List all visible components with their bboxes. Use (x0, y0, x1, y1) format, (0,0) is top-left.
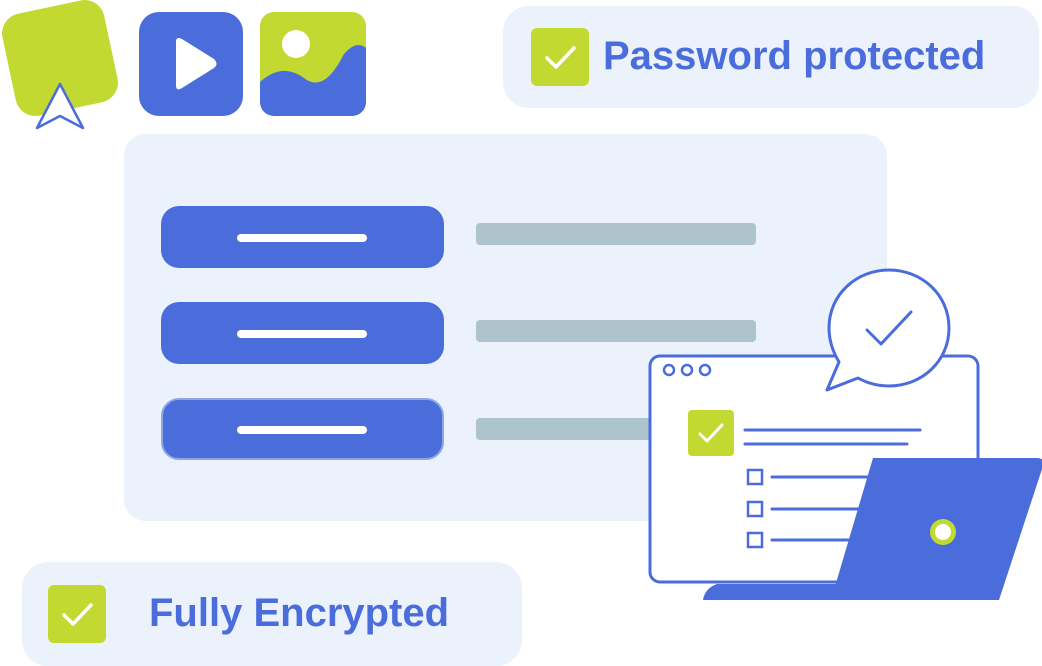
play-icon (176, 38, 217, 90)
password-protected-badge: Password protected (503, 6, 1039, 108)
password-protected-label: Password protected (603, 34, 986, 78)
checkmark-icon (48, 585, 106, 643)
row-line-3 (476, 418, 676, 440)
row-line-2 (476, 320, 756, 342)
video-card (139, 12, 243, 116)
row-button-2[interactable] (161, 302, 444, 364)
laptop-illustration (645, 266, 1042, 606)
row-button-bar (237, 426, 367, 434)
pointer-card (0, 0, 124, 132)
laptop-icon (648, 268, 1042, 600)
content-panel (124, 134, 887, 521)
row-button-bar (237, 234, 367, 242)
fully-encrypted-label: Fully Encrypted (149, 591, 450, 635)
image-icon (260, 12, 366, 116)
row-button-3[interactable] (161, 398, 444, 460)
row-button-bar (237, 330, 367, 338)
fully-encrypted-badge: Fully Encrypted (22, 562, 522, 666)
row-button-1[interactable] (161, 206, 444, 268)
cursor-arrow-icon (2, 0, 118, 130)
row-line-1 (476, 223, 756, 245)
checkmark-icon (531, 28, 589, 86)
image-card (260, 12, 366, 116)
